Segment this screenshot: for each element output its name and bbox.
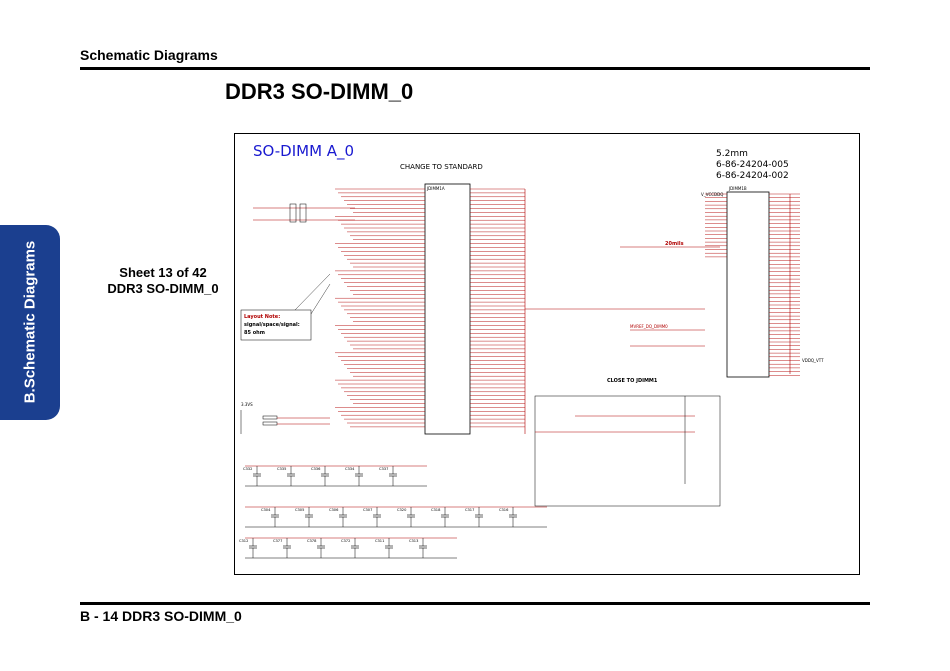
dimm-left-pins <box>335 188 425 428</box>
cap-ref: C312 <box>239 539 248 543</box>
schematic-drawing: SO-DIMM A_0 CHANGE TO STANDARD 5.2mm 6-8… <box>239 142 824 559</box>
svg-text:V_VCCDDQ: V_VCCDDQ <box>701 192 723 197</box>
dimm-right-pins <box>705 193 800 376</box>
svg-text:85 ohm: 85 ohm <box>244 330 265 336</box>
part-number-1: 6-86-24204-005 <box>716 160 789 170</box>
cap-ref: C304 <box>261 508 271 512</box>
svg-text:Layout Note:: Layout Note: <box>244 314 280 320</box>
dimm-left-block: JDIMM1A <box>424 183 471 435</box>
cap-ref: C372 <box>341 539 350 543</box>
cap-ref: C332 <box>243 467 252 471</box>
cap-ref: C378 <box>307 539 317 543</box>
layout-note: Layout Note: signal/space/signal: 85 ohm <box>240 273 331 341</box>
cap-ref: C305 <box>295 508 304 512</box>
cap-ref: C318 <box>431 508 441 512</box>
cap-ref: C335 <box>277 467 286 471</box>
svg-text:JDIMM1B: JDIMM1B <box>728 186 747 191</box>
footer-divider <box>80 602 870 605</box>
cap-ref: C337 <box>379 467 388 471</box>
cap-ref: C313 <box>409 539 418 543</box>
dimm-left-data-pins <box>470 188 526 434</box>
clock-inputs <box>253 203 355 223</box>
svg-text:CLOSE TO JDIMM1: CLOSE TO JDIMM1 <box>607 378 658 384</box>
svg-text:VDDQ_VTT: VDDQ_VTT <box>802 358 824 363</box>
schematic-frame: SO-DIMM A_0 CHANGE TO STANDARD 5.2mm 6-8… <box>234 133 860 575</box>
vref-section: 20mils MVREF_DQ_DIMM0 CLOSE TO JDIMM1 <box>525 241 721 507</box>
page-title: DDR3 SO-DIMM_0 <box>225 79 414 104</box>
svg-text:3.3VS: 3.3VS <box>241 402 253 407</box>
svg-text:JDIMM1A: JDIMM1A <box>426 186 445 191</box>
change-note: CHANGE TO STANDARD <box>400 163 483 171</box>
header-divider <box>80 67 870 70</box>
svg-text:20mils: 20mils <box>665 241 684 247</box>
svg-text:MVREF_DQ_DIMM0: MVREF_DQ_DIMM0 <box>630 324 668 329</box>
part-number-2: 6-86-24204-002 <box>716 171 789 181</box>
sheet-caption: Sheet 13 of 42 DDR3 SO-DIMM_0 <box>78 265 248 297</box>
size-label: 5.2mm <box>716 149 748 159</box>
header-title: Schematic Diagrams <box>80 47 218 63</box>
cap-ref: C317 <box>465 508 474 512</box>
sheet-number: Sheet 13 of 42 <box>119 265 207 280</box>
cap-ref: C377 <box>273 539 282 543</box>
cap-ref: C306 <box>329 508 339 512</box>
resistor-network: 3.3VS <box>240 402 330 434</box>
cap-ref: C336 <box>311 467 321 471</box>
cap-ref: C320 <box>397 508 407 512</box>
footer-label: B - 14 DDR3 SO-DIMM_0 <box>80 608 242 624</box>
section-tab-label: B.Schematic Diagrams <box>21 240 39 404</box>
cap-ref: C316 <box>499 508 509 512</box>
schematic-title: SO-DIMM A_0 <box>253 142 354 161</box>
svg-text:signal/space/signal:: signal/space/signal: <box>244 322 300 328</box>
cap-ref: C311 <box>375 539 384 543</box>
cap-ref: C307 <box>363 508 372 512</box>
section-tab[interactable]: B.Schematic Diagrams <box>0 225 60 420</box>
cap-ref: C334 <box>345 467 355 471</box>
sheet-name: DDR3 SO-DIMM_0 <box>107 281 219 296</box>
dimm-right-block: JDIMM1B <box>726 186 770 378</box>
